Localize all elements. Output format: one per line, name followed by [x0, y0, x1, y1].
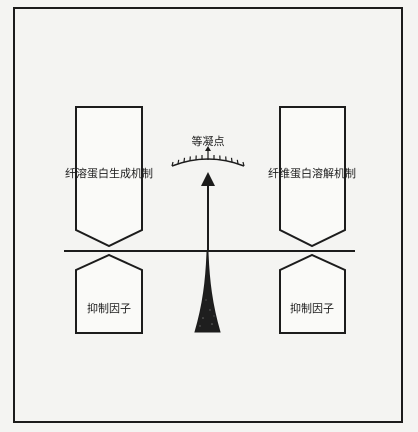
outer-frame	[13, 7, 403, 423]
fulcrum-texture	[199, 299, 215, 327]
right-upper-label: 纤维蛋白溶解机制	[268, 166, 356, 180]
fulcrum	[194, 251, 221, 333]
left-lower-label: 抑制因子	[87, 301, 131, 315]
right-lower-block	[279, 253, 346, 334]
left-upper-block	[75, 106, 143, 248]
gauge-ticks	[171, 155, 245, 167]
gauge-title: 等凝点	[192, 134, 225, 148]
gauge-zero-arrow-icon	[205, 146, 211, 151]
pointer-arrowhead-icon	[201, 172, 215, 186]
left-lower-block	[75, 253, 143, 334]
right-upper-block	[279, 106, 346, 248]
right-lower-label: 抑制因子	[290, 301, 334, 315]
gauge-scale-arc	[171, 158, 245, 167]
left-upper-label: 纤溶蛋白生成机制	[65, 166, 153, 180]
